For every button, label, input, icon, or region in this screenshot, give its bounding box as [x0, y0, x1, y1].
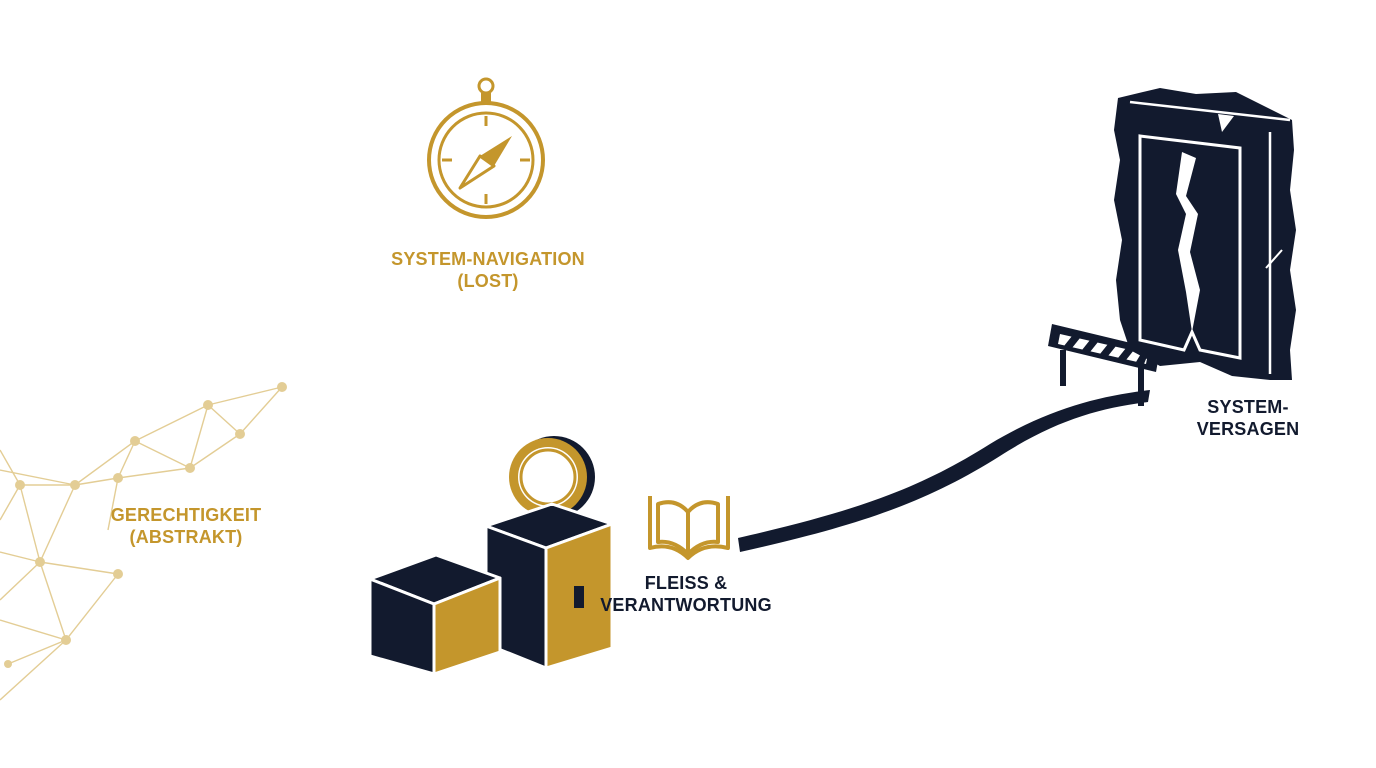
stacked-cubes-with-coin-icon: [368, 436, 614, 676]
diligence-label-line2: VERANTWORTUNG: [600, 595, 772, 615]
network-graph-icon: [0, 386, 283, 701]
open-book-icon: [648, 496, 730, 560]
justice-label-line1: GERECHTIGKEIT: [110, 505, 262, 525]
network-nodes: [4, 382, 287, 668]
failure-label-line1: SYSTEM-: [1207, 397, 1289, 417]
coin-icon: [509, 436, 595, 518]
justice-label: GERECHTIGKEIT (ABSTRAKT): [86, 504, 286, 548]
navigation-label: SYSTEM-NAVIGATION (LOST): [356, 248, 620, 292]
failure-label-line2: VERSAGEN: [1196, 419, 1300, 439]
navigation-label-line1: SYSTEM-NAVIGATION: [391, 249, 585, 269]
diligence-label: FLEISS & VERANTWORTUNG: [566, 572, 806, 616]
path-to-failure: [738, 390, 1150, 552]
navigation-label-line2: (LOST): [457, 271, 519, 291]
cracked-doorway-icon: [1114, 88, 1296, 380]
diligence-label-line1: FLEISS &: [644, 573, 728, 593]
road-barrier-icon: [1048, 324, 1160, 406]
justice-label-line2: (ABSTRAKT): [129, 527, 243, 547]
compass-icon: [427, 77, 545, 219]
failure-label: SYSTEM- VERSAGEN: [1168, 396, 1328, 440]
